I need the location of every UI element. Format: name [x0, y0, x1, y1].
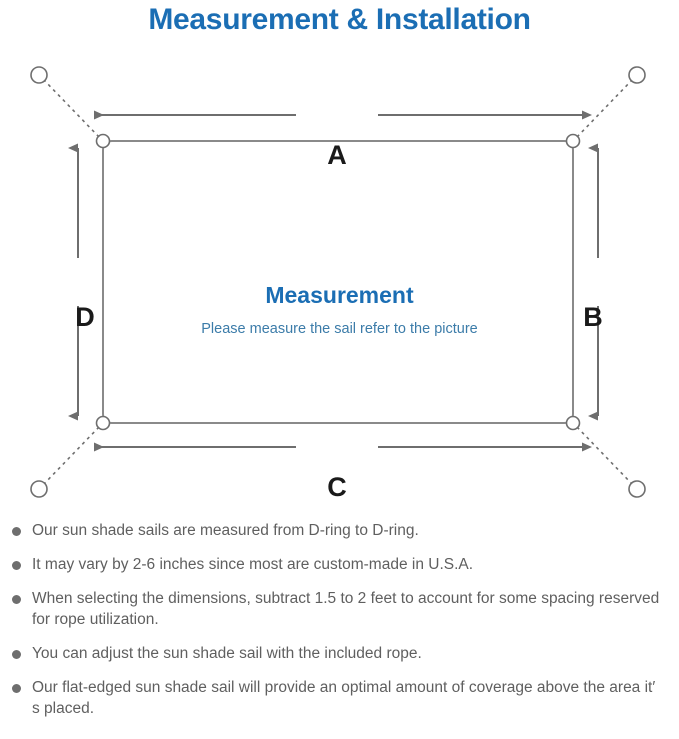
anchor-point-bottom-right — [628, 480, 646, 498]
dimension-label-a: A — [327, 140, 347, 170]
dimension-label-b: B — [583, 302, 603, 332]
notes-list: Our sun shade sails are measured from D-… — [0, 520, 679, 732]
note-text: You can adjust the sun shade sail with t… — [32, 645, 422, 662]
rope-top-right — [576, 78, 634, 138]
diagram-svg — [30, 66, 646, 498]
d-ring-bottom-right — [565, 415, 581, 431]
rope-top-left — [42, 78, 100, 138]
page-title: Measurement & Installation — [148, 3, 531, 36]
list-item: You can adjust the sun shade sail with t… — [0, 643, 679, 664]
sail-center-sublabel: Please measure the sail refer to the pic… — [201, 321, 478, 337]
bullet-icon — [12, 561, 21, 570]
rope-bottom-left — [42, 426, 100, 486]
sail-center-label: Measurement — [265, 282, 414, 308]
note-text: Our sun shade sails are measured from D-… — [32, 522, 419, 539]
list-item: Our sun shade sails are measured from D-… — [0, 520, 679, 541]
bullet-icon — [12, 684, 21, 693]
d-ring-top-left — [95, 133, 111, 149]
dimension-label-c: C — [327, 472, 347, 502]
note-text: Our flat-edged sun shade sail will provi… — [32, 679, 656, 717]
list-item: Our flat-edged sun shade sail will provi… — [0, 677, 679, 719]
sail-measurement-diagram: Measurement Please measure the sail refe… — [0, 44, 679, 514]
bullet-icon — [12, 527, 21, 536]
anchor-point-top-left — [30, 66, 48, 84]
note-text: It may vary by 2-6 inches since most are… — [32, 556, 474, 573]
bullet-icon — [12, 595, 21, 604]
dimension-label-d: D — [75, 302, 95, 332]
anchor-point-top-right — [628, 66, 646, 84]
list-item: When selecting the dimensions, subtract … — [0, 588, 679, 630]
list-item: It may vary by 2-6 inches since most are… — [0, 554, 679, 575]
rope-bottom-right — [576, 426, 634, 486]
note-text: When selecting the dimensions, subtract … — [32, 590, 660, 628]
d-ring-top-right — [565, 133, 581, 149]
d-ring-bottom-left — [95, 415, 111, 431]
anchor-point-bottom-left — [30, 480, 48, 498]
bullet-icon — [12, 650, 21, 659]
sail-rectangle — [102, 140, 574, 424]
